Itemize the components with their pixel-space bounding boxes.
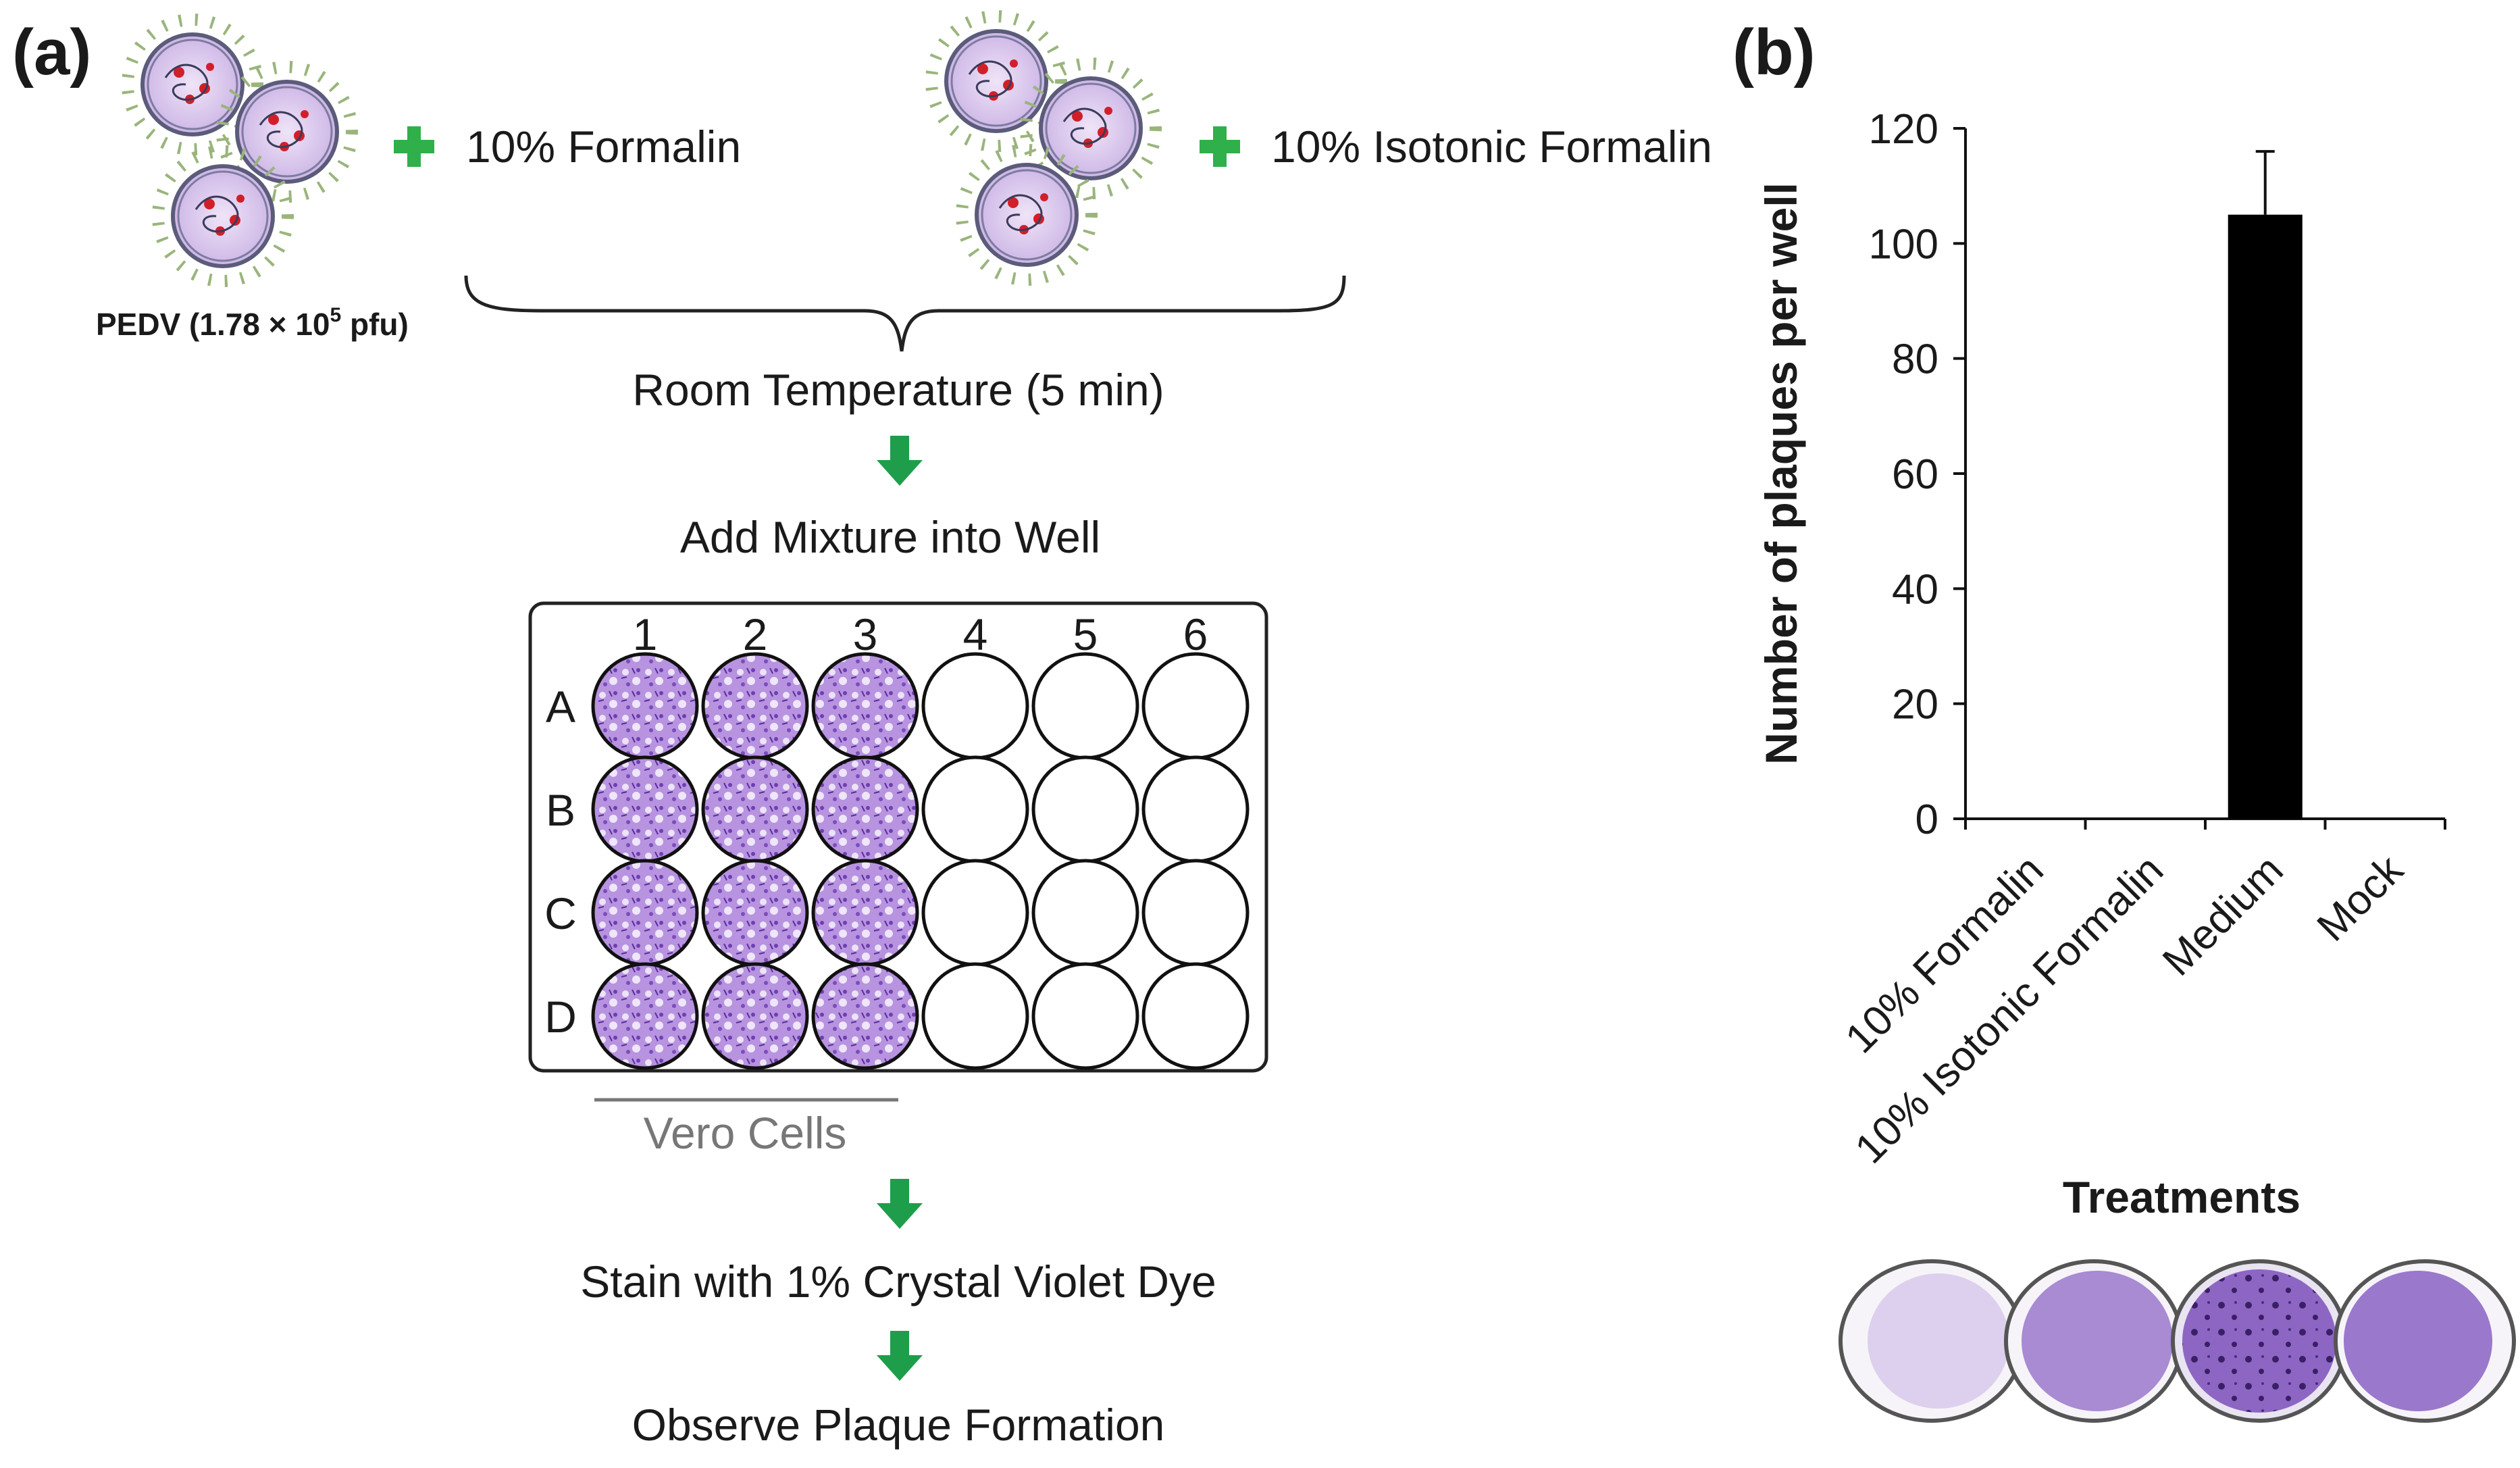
x-axis-title: Treatments — [2063, 1172, 2300, 1222]
empty-well — [1031, 962, 1139, 1070]
stained-well — [701, 962, 809, 1070]
empty-well — [921, 962, 1029, 1070]
empty-well — [921, 755, 1029, 863]
empty-well — [1141, 962, 1250, 1070]
empty-well — [921, 652, 1029, 760]
y-tick-label: 60 — [1892, 451, 1938, 498]
plate-column-labels: 1 2 3 4 5 6 — [633, 609, 1208, 659]
y-tick-label: 80 — [1892, 336, 1938, 383]
y-tick-label: 20 — [1892, 682, 1938, 728]
step-add-mixture: Add Mixture into Well — [680, 512, 1100, 562]
plus-icon — [394, 126, 434, 167]
y-axis-title: Number of plaques per well — [1756, 182, 1806, 765]
stained-well — [591, 962, 699, 1070]
plate-column-label: 4 — [963, 609, 988, 659]
empty-well — [1141, 652, 1250, 760]
step-observe: Observe Plaque Formation — [632, 1400, 1165, 1450]
plate-photo-medium — [2171, 1259, 2348, 1423]
step-stain: Stain with 1% Crystal Violet Dye — [580, 1257, 1216, 1307]
stained-well — [811, 652, 919, 760]
down-arrow-icon — [877, 436, 923, 486]
empty-well — [1141, 755, 1250, 863]
stained-well — [811, 859, 919, 967]
y-tick-label: 0 — [1915, 796, 1938, 843]
plate-row-label: C — [544, 888, 577, 938]
down-arrow-icon — [877, 1331, 923, 1381]
stained-well — [811, 755, 919, 863]
y-tick-label: 120 — [1869, 106, 1938, 153]
empty-well — [1141, 859, 1250, 967]
stained-well — [591, 652, 699, 760]
plate-row-label: D — [544, 992, 577, 1042]
vero-cells-label: Vero Cells — [644, 1108, 847, 1158]
panel-b-label: (b) — [1732, 16, 1816, 88]
down-arrow-icon — [877, 1179, 923, 1229]
stained-well — [811, 962, 919, 1070]
stained-well — [701, 859, 809, 967]
plate-column-label: 1 — [633, 609, 658, 659]
stained-well — [701, 755, 809, 863]
merge-brace — [464, 275, 1346, 352]
y-tick-label: 100 — [1869, 221, 1938, 268]
plate-column-label: 6 — [1183, 609, 1208, 659]
bar — [2228, 214, 2303, 819]
virus-cluster-left — [128, 20, 352, 281]
stained-well — [701, 652, 809, 760]
plate-row-labels: A B C D — [544, 682, 577, 1042]
x-tick-label: Mock — [2309, 846, 2413, 950]
empty-well — [1031, 652, 1139, 760]
plate-column-label: 3 — [853, 609, 878, 659]
empty-well — [1031, 755, 1139, 863]
plate-photo-formalin — [1838, 1259, 2025, 1423]
virus-cluster-right — [931, 16, 1156, 280]
reagent-isotonic-formalin: 10% Isotonic Formalin — [1271, 122, 1712, 172]
virus-label: PEDV (1.78 × 105 pfu) — [96, 304, 409, 342]
panel-a-label: (a) — [12, 16, 91, 88]
plate-row-label: A — [546, 682, 575, 732]
plate-column-label: 2 — [743, 609, 768, 659]
step-room-temperature: Room Temperature (5 min) — [632, 365, 1164, 415]
plate-photo-mock — [2334, 1259, 2516, 1423]
x-tick-label: Medium — [2154, 846, 2292, 985]
stained-well — [591, 859, 699, 967]
plate-column-label: 5 — [1073, 609, 1098, 659]
plate-photos — [1838, 1259, 2516, 1423]
plate-wells — [591, 652, 1250, 1070]
reagent-formalin: 10% Formalin — [466, 122, 741, 172]
plate-row-label: B — [546, 785, 575, 835]
empty-well — [921, 859, 1029, 967]
empty-well — [1031, 859, 1139, 967]
plus-icon — [1200, 126, 1240, 167]
stained-well — [591, 755, 699, 863]
plate-photo-isotonic-formalin — [2004, 1259, 2184, 1423]
y-tick-label: 40 — [1892, 566, 1938, 613]
